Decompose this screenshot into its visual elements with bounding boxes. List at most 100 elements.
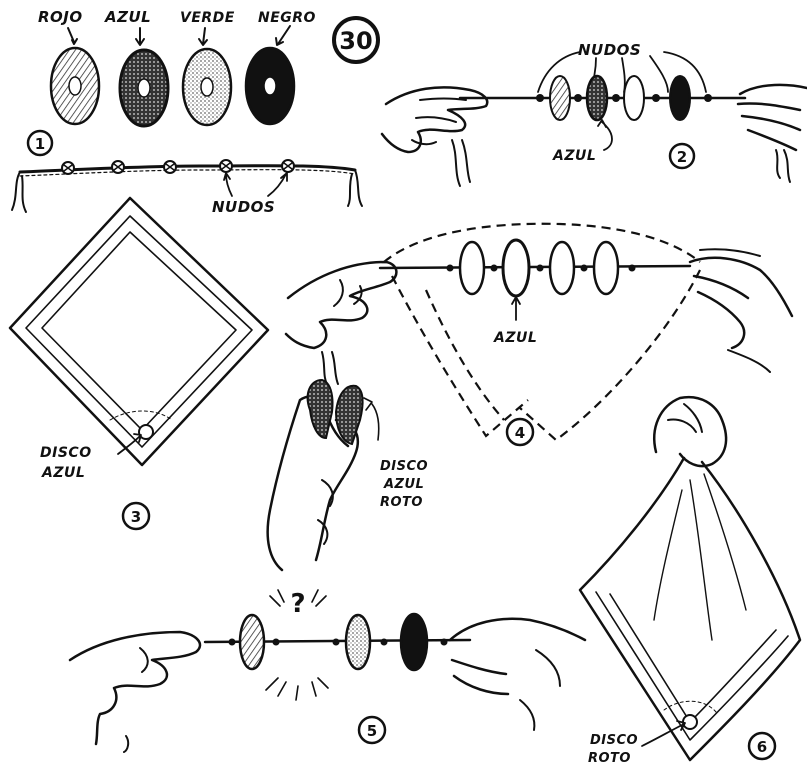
knot — [491, 265, 498, 272]
knot — [282, 160, 294, 172]
knot — [581, 265, 588, 272]
arrow-rojo — [68, 28, 77, 44]
right-hand — [690, 249, 792, 372]
figure-number-6: 6 — [749, 733, 775, 759]
left-hand — [286, 262, 396, 386]
figure-number-5: 5 — [359, 717, 385, 743]
label-roto-6: ROTO — [588, 751, 631, 766]
broken-disc-hand: DISCO AZUL ROTO — [268, 380, 428, 570]
knot — [441, 639, 448, 646]
hanky-folds — [654, 474, 746, 640]
arrow-azul-4 — [512, 297, 520, 320]
figure-3: DISCO AZUL 3 — [10, 198, 268, 529]
label-nudos-2: NUDOS — [578, 41, 641, 59]
disc-on-string — [550, 242, 574, 294]
label-azul-3: AZUL — [41, 465, 85, 481]
label-nudos-1: NUDOS — [212, 198, 275, 216]
arrow-nudos-1 — [224, 173, 232, 196]
right-hand — [450, 619, 585, 730]
knot — [574, 94, 582, 102]
svg-text:3: 3 — [131, 508, 141, 526]
figure-number-2: 2 — [670, 144, 694, 168]
label-rojo: ROJO — [38, 8, 83, 26]
knot — [273, 639, 280, 646]
page-number: 30 — [339, 27, 372, 55]
broken-disc — [308, 380, 363, 444]
hanky-outline-top — [384, 224, 700, 262]
knot — [629, 265, 636, 272]
question-mark: ? — [290, 589, 305, 619]
arrow-nudos-2 — [268, 173, 287, 196]
knot — [62, 162, 74, 174]
disc-on-string — [503, 240, 529, 296]
disc-azul — [120, 50, 168, 126]
knot — [164, 161, 176, 173]
knot — [229, 639, 236, 646]
disc-black-on-string — [670, 76, 690, 120]
arrow-disco-roto — [364, 398, 379, 440]
disc-negro — [246, 48, 294, 124]
disc-green-5 — [346, 615, 370, 669]
svg-text:4: 4 — [515, 424, 525, 442]
hanky-fold — [426, 290, 504, 420]
disc-on-string — [594, 242, 618, 294]
arrow-knot — [650, 56, 668, 92]
disc-verde — [183, 49, 231, 125]
knot — [704, 94, 712, 102]
figure-number-1: 1 — [28, 131, 52, 155]
label-azul: AZUL — [104, 8, 151, 26]
disc-blue-on-string — [587, 76, 607, 120]
hand-fingers — [318, 480, 333, 544]
hanging-hanky-inner — [610, 594, 776, 722]
handkerchief-border — [26, 216, 252, 447]
label-negro: NEGRO — [258, 10, 316, 26]
disc-red-5 — [240, 615, 264, 669]
arrow-azul-2 — [598, 120, 612, 150]
disc-black-5 — [401, 614, 427, 670]
knot — [333, 639, 340, 646]
svg-text:2: 2 — [677, 148, 687, 166]
arrow-azul — [136, 28, 144, 45]
right-hand — [738, 85, 807, 182]
figure-1: ROJO AZUL VERDE NEGRO 30 1 — [12, 8, 378, 216]
disc-rojo — [51, 48, 99, 124]
label-verde: VERDE — [180, 10, 235, 26]
knotted-string — [12, 160, 362, 212]
figure-6: DISCO ROTO 6 — [580, 397, 800, 766]
knot — [537, 265, 544, 272]
figure-number-3: 3 — [123, 503, 149, 529]
string — [380, 266, 690, 268]
hidden-broken-disc — [683, 715, 697, 729]
svg-text:6: 6 — [757, 738, 767, 756]
left-hand — [70, 632, 200, 752]
disc-red-on-string — [550, 76, 570, 120]
knot — [447, 265, 454, 272]
figure-2: NUDOS AZUL 2 — [382, 41, 807, 186]
label-azul-broken: AZUL — [383, 477, 424, 492]
figure-number-4: 4 — [507, 419, 533, 445]
label-azul-4: AZUL — [493, 330, 537, 346]
handkerchief-outer — [10, 198, 268, 465]
holding-hand — [654, 397, 726, 466]
knot — [112, 161, 124, 173]
label-disco-broken: DISCO — [380, 459, 428, 474]
knot — [652, 94, 660, 102]
knot — [220, 160, 232, 172]
disc-on-string — [460, 242, 484, 294]
page-number-badge: 30 — [334, 18, 378, 62]
disc-green-on-string — [624, 76, 644, 120]
knot — [612, 94, 620, 102]
svg-text:1: 1 — [35, 135, 45, 153]
figure-5: ? 5 — [70, 589, 585, 752]
left-hand — [382, 87, 487, 186]
arrow-verde — [199, 28, 207, 45]
label-disco-6: DISCO — [590, 733, 638, 748]
label-roto-broken: ROTO — [380, 495, 423, 510]
knot — [381, 639, 388, 646]
svg-text:5: 5 — [367, 722, 377, 740]
label-azul-2: AZUL — [552, 148, 596, 164]
knot — [536, 94, 544, 102]
hanky-outline-left — [392, 276, 528, 436]
